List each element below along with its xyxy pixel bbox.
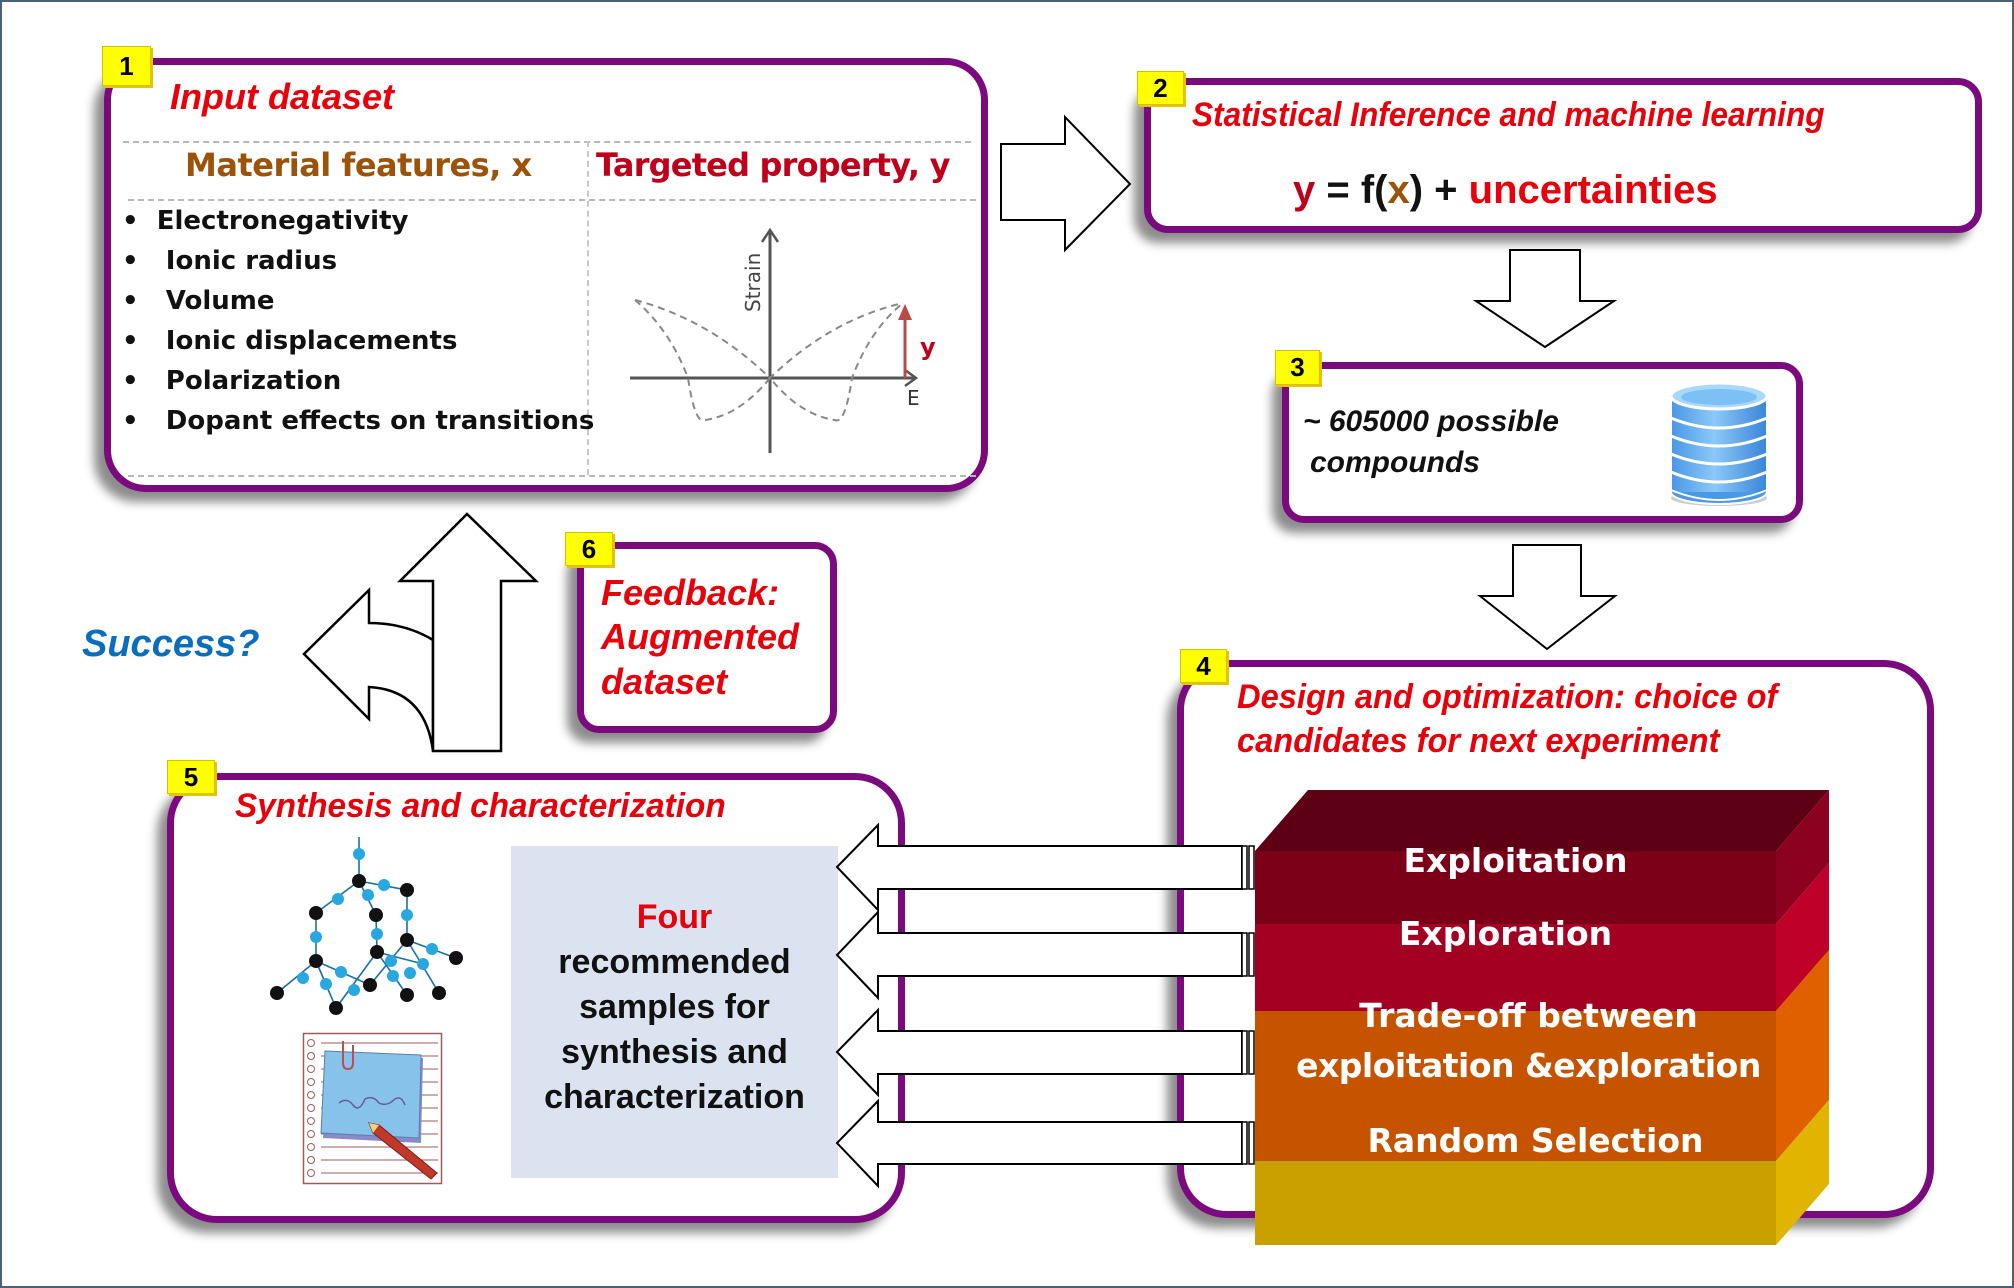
x-axis-arrowhead: [904, 368, 919, 388]
model-formula: y = f(x) + uncertainties: [1293, 168, 1718, 213]
arrow-exploration-to-samples: [835, 909, 1243, 1001]
arrow-random-to-samples: [835, 1098, 1243, 1189]
input-dataset-box: [104, 58, 988, 492]
strategy-tradeoff-label-line2: exploitation &exploration: [1296, 1046, 1761, 1085]
side-face-tradeoff: [1776, 950, 1829, 1161]
step-badge-3: 3: [1275, 350, 1320, 385]
layer-random-selection[interactable]: [1255, 1161, 1776, 1245]
compounds-label-text: compounds: [1310, 446, 1480, 479]
strategy-tradeoff-label-line1: Trade-off between: [1359, 996, 1698, 1035]
material-features-header: Material features, x: [185, 146, 532, 184]
up-arrow-to-input: [396, 512, 540, 753]
success-question-label: Success?: [82, 623, 260, 665]
synthesis-title: Synthesis and characterization: [235, 787, 726, 825]
step-badge-2: 2: [1137, 71, 1184, 105]
statistical-inference-title: Statistical Inference and machine learni…: [1192, 96, 1825, 134]
table-divider-top: [123, 141, 971, 143]
strain-curve-upper: [634, 299, 904, 380]
table-divider-bottom: [128, 475, 976, 477]
y-value-arrowhead: [898, 304, 912, 320]
y-axis-arrowhead: [760, 227, 780, 243]
bullet: •: [122, 246, 166, 276]
strategy-exploitation-label: Exploitation: [1403, 841, 1628, 880]
strain-field-plot: Strain E y: [630, 227, 936, 453]
feature-item: • Dopant effects on transitions: [122, 406, 595, 436]
recommendation-line: synthesis and: [561, 1033, 788, 1071]
step-badge-5: 5: [167, 760, 215, 794]
table-divider-column: [587, 141, 589, 475]
recommendation-panel: [511, 846, 838, 1178]
y-marker-label: y: [920, 333, 936, 361]
feedback-line3: dataset: [601, 661, 728, 702]
feature-item: • Ionic displacements: [122, 326, 458, 356]
recommendation-count: Four: [636, 898, 713, 936]
bullet: •: [122, 286, 166, 316]
recommendation-line: characterization: [544, 1078, 805, 1116]
side-face-exploration: [1776, 863, 1829, 1011]
step-badge-1: 1: [102, 46, 151, 86]
formula-eq: = f(: [1315, 168, 1388, 212]
notepad-icon: [302, 1032, 443, 1185]
feature-item: • Polarization: [122, 366, 342, 396]
side-face-exploitation: [1776, 790, 1829, 924]
statistical-inference-box: [1144, 78, 1982, 233]
feedback-line2: Augmented: [601, 616, 799, 657]
strain-curve-lower: [634, 299, 904, 422]
bullet: •: [122, 206, 157, 236]
design-title-line2: candidates for next experiment: [1237, 722, 1720, 760]
feature-item: • Electronegativity: [122, 206, 409, 236]
design-title-line1: Design and optimization: choice of: [1237, 678, 1778, 716]
feedback-line1: Feedback:: [601, 572, 780, 613]
layer-exploration[interactable]: [1255, 924, 1776, 1011]
layer-tradeoff[interactable]: [1255, 1011, 1776, 1161]
left-branch-arrow: [302, 587, 435, 752]
stack-top-face: [1255, 790, 1829, 851]
database-icon: [1669, 381, 1769, 506]
feature-item: • Ionic radius: [122, 246, 338, 276]
step-badge-6: 6: [565, 532, 613, 566]
feedback-box: [577, 542, 837, 733]
recommendation-line: recommended: [558, 943, 791, 981]
y-axis-label: Strain: [741, 253, 765, 312]
table-divider-header: [128, 199, 976, 201]
bullet: •: [122, 366, 166, 396]
strategy-random-label: Random Selection: [1367, 1121, 1704, 1160]
bullet: •: [122, 326, 166, 356]
arrow-tradeoff-to-samples: [835, 1007, 1243, 1098]
layer-exploitation[interactable]: [1255, 851, 1776, 924]
feature-item: • Volume: [122, 286, 275, 316]
formula-uncertainties: uncertainties: [1468, 168, 1718, 212]
formula-x: x: [1387, 168, 1410, 212]
formula-y: y: [1293, 168, 1316, 212]
recommendation-line: samples for: [579, 988, 770, 1026]
targeted-property-header: Targeted property, y: [596, 146, 950, 184]
formula-plus: ) +: [1409, 168, 1469, 212]
input-dataset-title: Input dataset: [170, 76, 395, 117]
bullet: •: [122, 406, 166, 436]
step-badge-4: 4: [1180, 649, 1227, 683]
x-axis-label: E: [907, 386, 920, 410]
compounds-count-text: ~ 605000 possible: [1303, 405, 1559, 438]
arrow-exploitation-to-samples: [835, 822, 1243, 913]
side-face-random: [1776, 1100, 1829, 1245]
strategy-exploration-label: Exploration: [1398, 914, 1613, 953]
